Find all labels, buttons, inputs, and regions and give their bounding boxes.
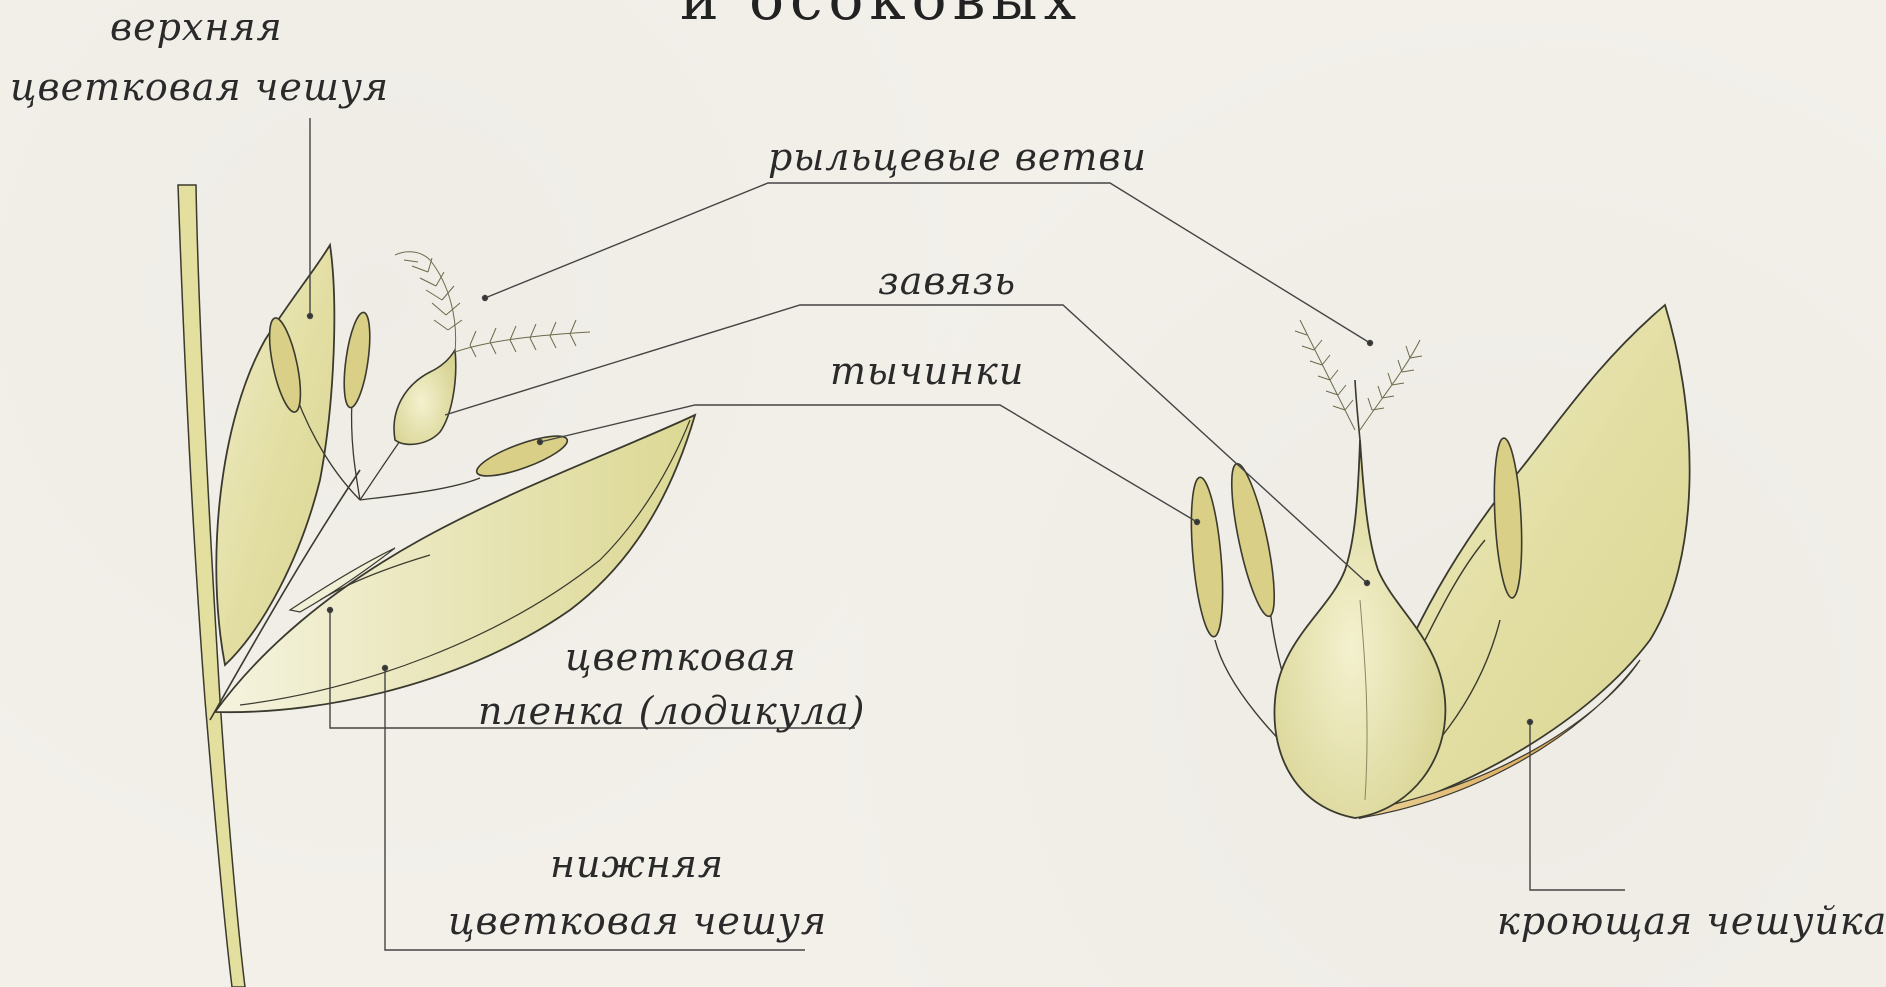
label-lower-floral-scale-line1: нижняя	[550, 845, 724, 883]
anther	[1186, 476, 1228, 638]
label-lodicule-line1: цветковая	[565, 638, 797, 676]
label-upper-floral-scale-line1: верхняя	[110, 8, 283, 46]
label-covering-scale: кроющая чешуйка	[1497, 902, 1886, 940]
right-flower	[1186, 305, 1690, 818]
anther	[1223, 461, 1283, 619]
label-stamens: тычинки	[830, 352, 1024, 390]
label-ovary: завязь	[878, 262, 1016, 300]
label-lodicule-line2: пленка (лодикула)	[478, 692, 865, 730]
anther	[339, 311, 374, 409]
label-lower-floral-scale-line2: цветковая чешуя	[448, 902, 827, 940]
title-fragment: и осоковых	[680, 0, 1082, 28]
label-stigma-branches: рыльцевые ветви	[768, 138, 1147, 176]
ovary-left	[394, 350, 456, 444]
label-upper-floral-scale-line2: цветковая чешуя	[10, 68, 389, 106]
